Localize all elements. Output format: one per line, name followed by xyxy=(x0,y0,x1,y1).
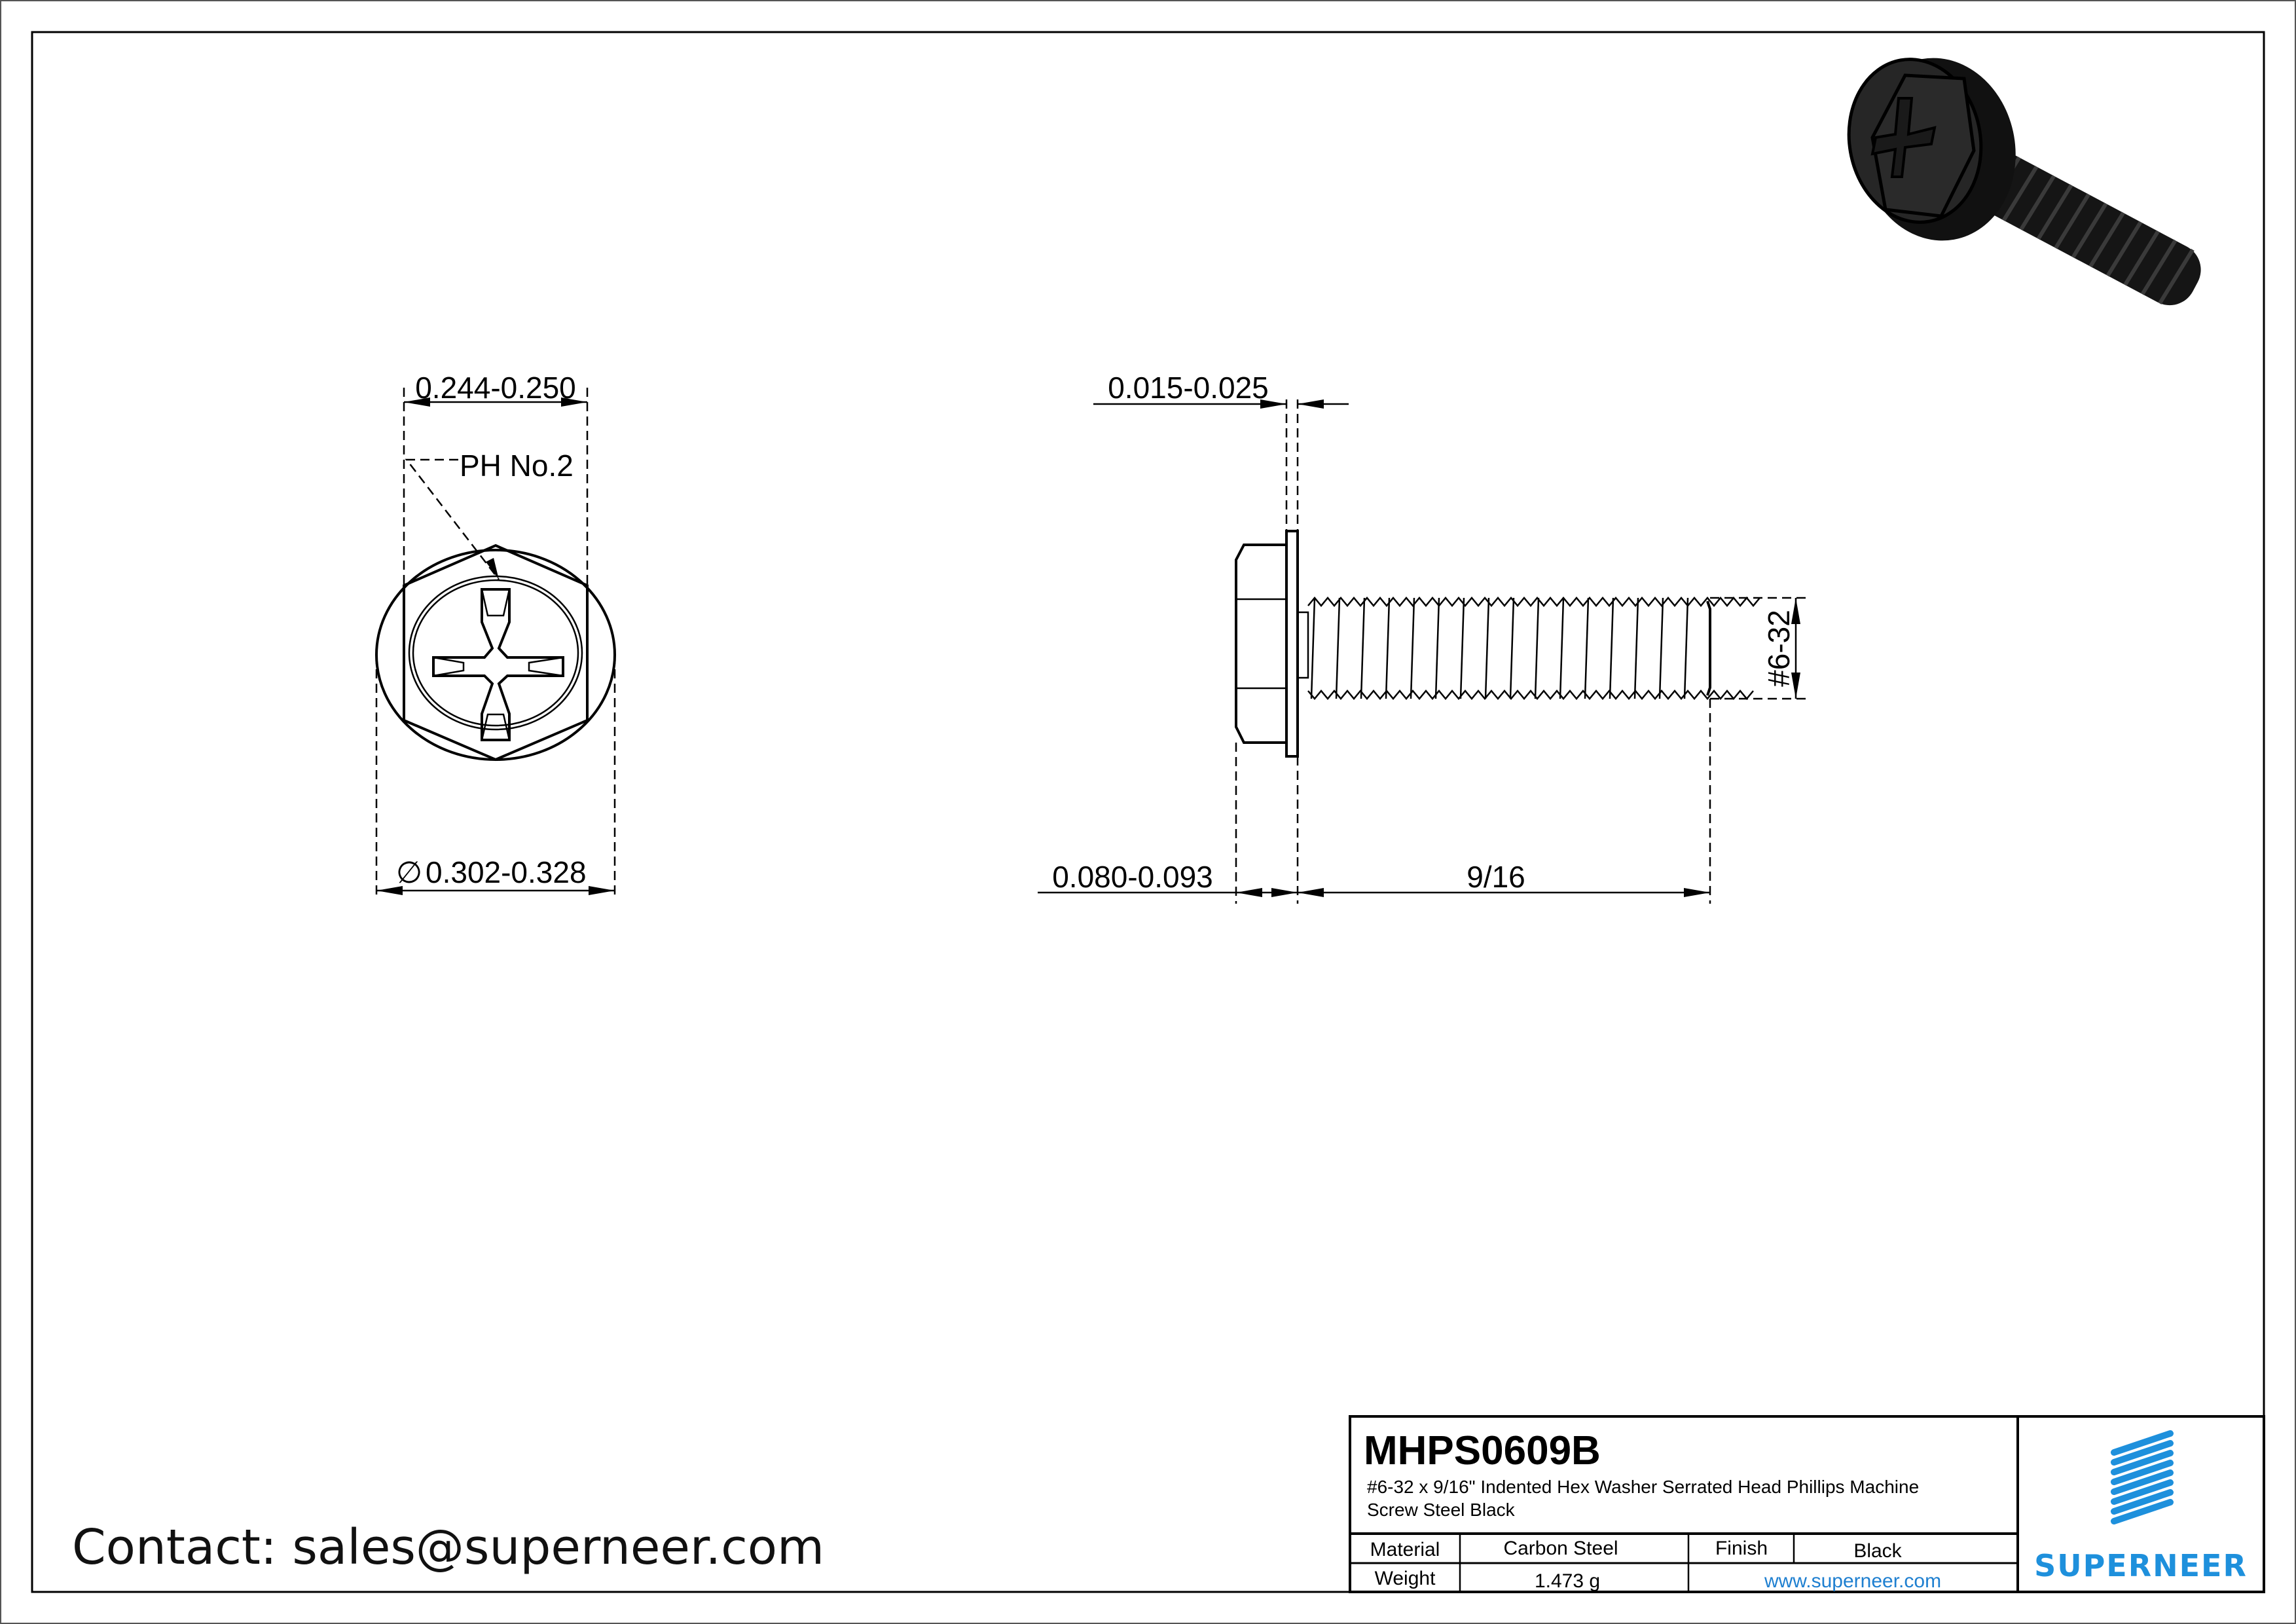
contact-email: Contact: sales@superneer.com xyxy=(72,1519,824,1576)
finish-label: Finish xyxy=(1715,1538,1768,1559)
washer-side xyxy=(1285,530,1299,758)
part-description-line2: Screw Steel Black xyxy=(1367,1500,1516,1520)
indent-ring-inner xyxy=(412,579,579,727)
title-block: MHPS0609B #6-32 x 9/16" Indented Hex Was… xyxy=(1349,1415,2265,1593)
hex-width-dimension: 0.244-0.250 xyxy=(415,371,576,405)
hex-head-side xyxy=(1235,544,1288,744)
washer-diameter-dimension: 0.302-0.328 xyxy=(426,855,587,889)
part-description-line1: #6-32 x 9/16" Indented Hex Washer Serrat… xyxy=(1367,1477,1919,1497)
finish-value: Black xyxy=(1853,1540,1902,1562)
thread-dimension: #6-32 xyxy=(1762,610,1796,687)
brand-name: SUPERNEER xyxy=(2034,1548,2248,1583)
indent-ring-outer xyxy=(408,575,583,731)
hex-outline xyxy=(403,544,589,762)
length-dimension: 9/16 xyxy=(1467,860,1525,894)
weight-label: Weight xyxy=(1375,1568,1436,1589)
thread-body xyxy=(1307,597,1760,700)
sheet-inner-frame xyxy=(31,31,2265,1593)
diameter-symbol: ∅ xyxy=(396,855,422,889)
drive-callout: PH No.2 xyxy=(460,449,574,483)
material-value: Carbon Steel xyxy=(1503,1538,1618,1559)
superneer-stripes-logo xyxy=(2111,1430,2174,1524)
side-view: 0.015-0.025 0.080-0.093 9/16 #6-32 xyxy=(1038,371,1807,904)
weight-value: 1.473 g xyxy=(1535,1570,1600,1592)
head-height-dimension: 0.080-0.093 xyxy=(1052,860,1213,894)
part-number: MHPS0609B xyxy=(1364,1428,1601,1473)
website-link[interactable]: www.superneer.com xyxy=(1764,1570,1941,1592)
front-view: 0.244-0.250 PH No.2 ∅ 0.302-0.328 xyxy=(375,371,616,897)
screw-3d-render-icon xyxy=(1952,142,2201,306)
material-label: Material xyxy=(1370,1539,1440,1560)
screw-3d-head xyxy=(1847,58,2016,241)
phillips-recess-icon xyxy=(432,588,564,741)
washer-thickness-dimension: 0.015-0.025 xyxy=(1108,371,1269,405)
